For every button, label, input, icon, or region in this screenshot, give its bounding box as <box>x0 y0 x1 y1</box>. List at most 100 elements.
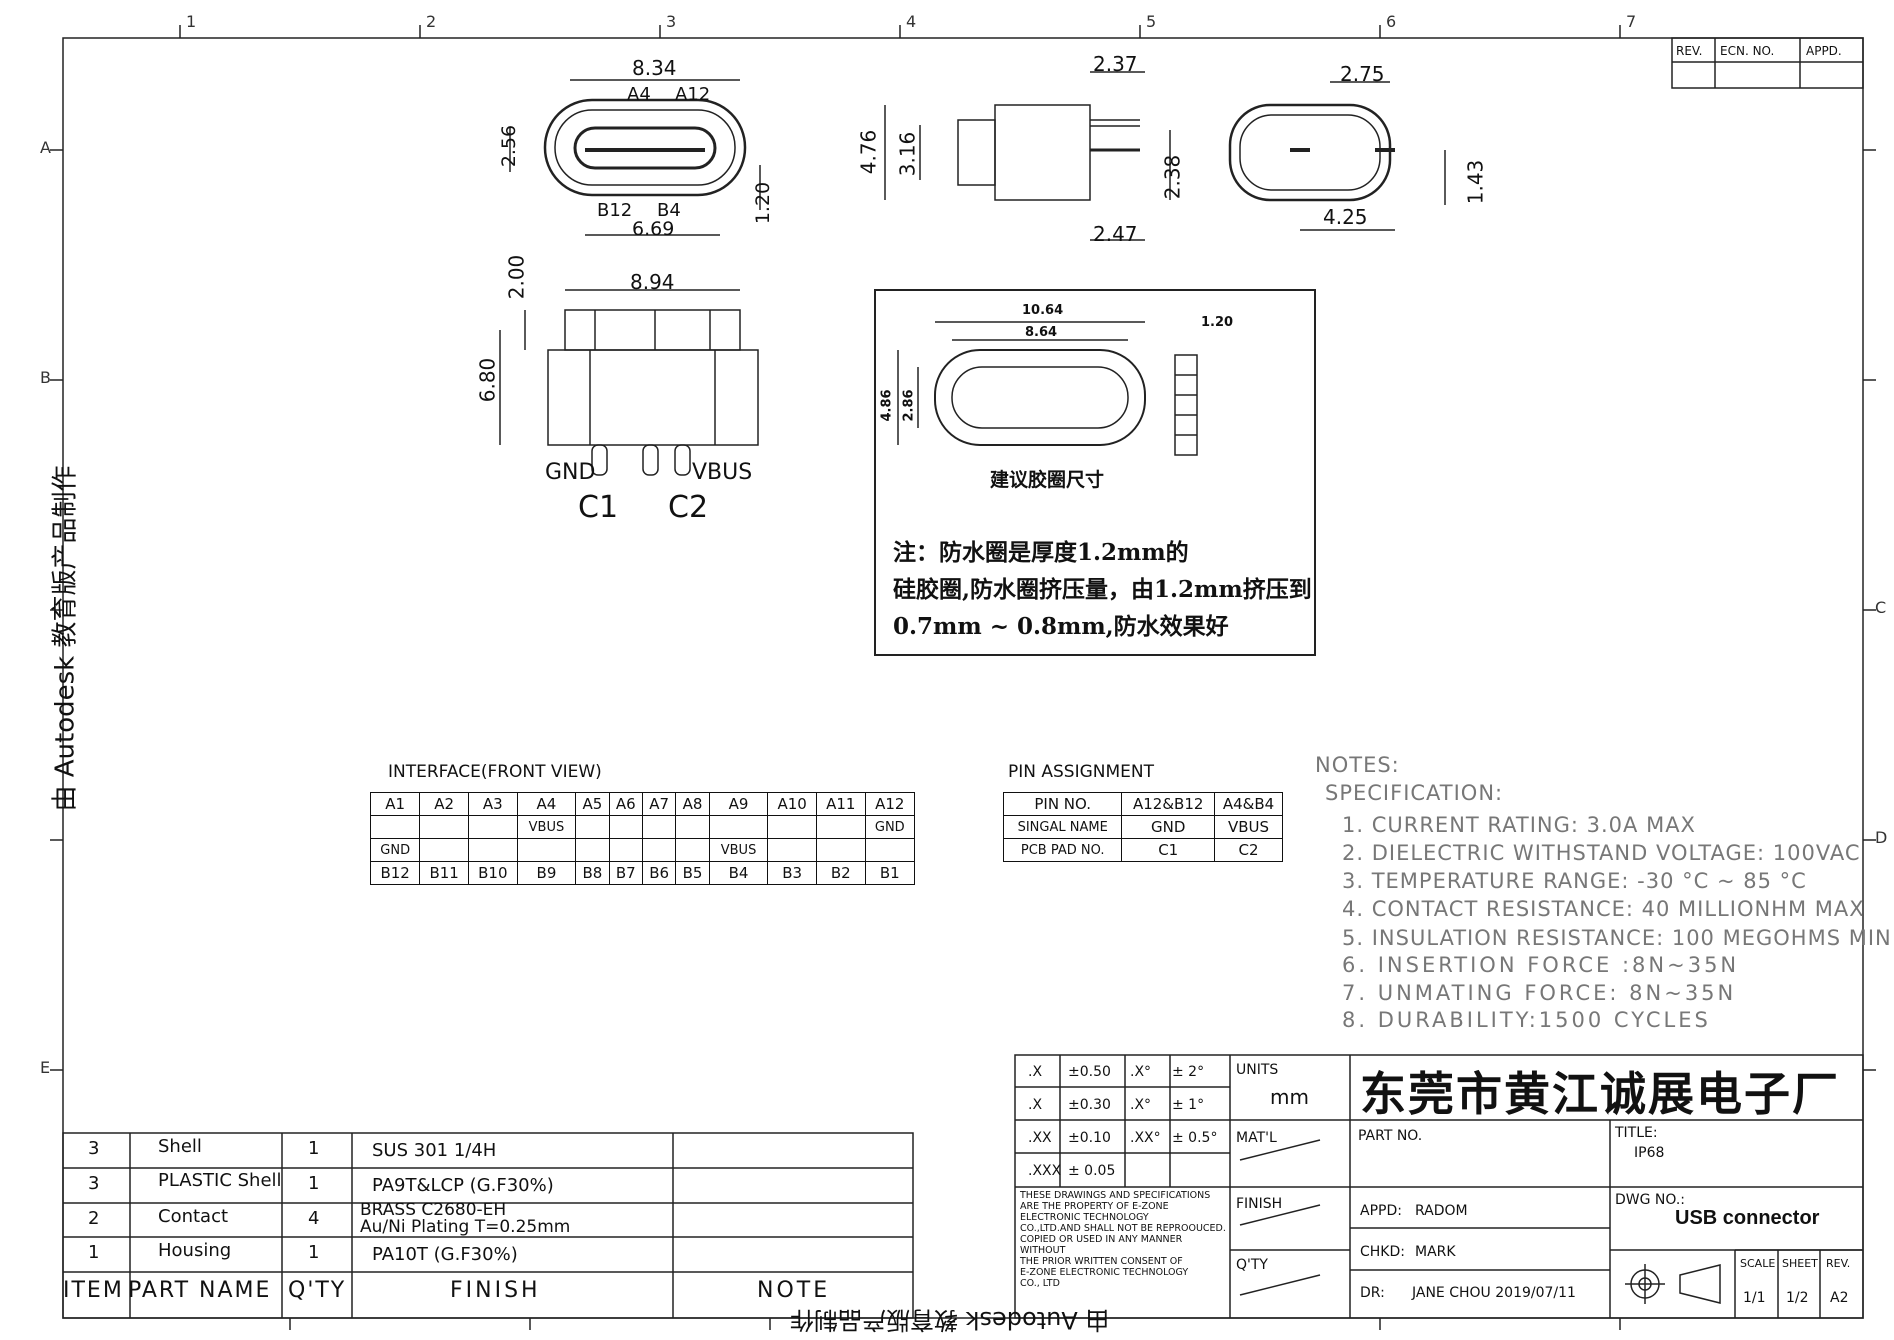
table-cell: B6 <box>641 861 677 885</box>
table-row: GND VBUS <box>369 838 916 862</box>
tol-1-c: .X° <box>1130 1064 1152 1080</box>
table-cell <box>767 838 817 862</box>
table-cell: B4 <box>708 861 769 885</box>
table-cell <box>675 815 710 839</box>
table-cell <box>575 838 610 862</box>
grid-col-1: 1 <box>186 12 197 31</box>
rev-value: A2 <box>1830 1290 1849 1306</box>
disclaimer-line: E-ZONE ELECTRONIC TECHNOLOGY <box>1020 1267 1189 1278</box>
grid-row-c: C <box>1875 598 1887 617</box>
table-cell <box>767 815 817 839</box>
bom-header-item: ITEM <box>63 1278 124 1303</box>
table-cell: B9 <box>516 861 577 885</box>
bom-table-lines <box>62 1132 914 1319</box>
bom-row-2-qty: 1 <box>308 1173 320 1194</box>
disclaimer-line: CO.,LTD.AND SHALL NOT BE REPROOUCED. <box>1020 1223 1226 1234</box>
pin-c2-label: C2 <box>668 490 709 525</box>
bom-row-1-name: Shell <box>158 1136 202 1157</box>
ecn-header: ECN. NO. <box>1720 44 1775 58</box>
table-cell <box>608 838 644 862</box>
gasket-dim-1064: 10.64 <box>1022 303 1064 318</box>
bom-row-3-name: Contact <box>158 1206 229 1227</box>
table-cell: A6 <box>608 792 644 816</box>
dim-200: 2.00 <box>504 254 529 300</box>
bom-row-3-finish-2: Au/Ni Plating T=0.25mm <box>360 1217 571 1237</box>
table-row: PIN NO. A12&B12 A4&B4 <box>1002 792 1283 816</box>
table-cell: A9 <box>708 792 769 816</box>
table-cell: A12 <box>864 792 916 816</box>
table-cell <box>864 838 916 862</box>
bom-row-4-name: Housing <box>158 1240 232 1261</box>
rear-view-top <box>1228 81 1446 231</box>
bom-header-finish: FINISH <box>450 1278 541 1303</box>
dim-275: 2.75 <box>1340 62 1385 86</box>
dr-value: JANE CHOU 2019/07/11 <box>1412 1285 1576 1301</box>
table-cell: B2 <box>815 861 866 885</box>
table-row: PCB PAD NO. C1 C2 <box>1002 838 1283 862</box>
table-cell: SINGAL NAME <box>1002 815 1123 839</box>
bom-row-1-item: 3 <box>88 1138 100 1159</box>
bom-row-2-item: 3 <box>88 1173 100 1194</box>
tol-3-a: .XX <box>1028 1130 1052 1146</box>
grid-row-a: A <box>40 138 51 157</box>
gasket-dim-120: 1.20 <box>1201 315 1234 330</box>
table-cell <box>419 815 469 839</box>
table-cell: A10 <box>767 792 817 816</box>
grid-col-2: 2 <box>426 12 437 31</box>
table-cell: A3 <box>468 792 518 816</box>
qty-label: Q'TY <box>1236 1257 1268 1273</box>
side-view-top <box>884 71 1171 241</box>
dim-425: 4.25 <box>1323 205 1368 229</box>
table-cell: A8 <box>675 792 710 816</box>
title-label: TITLE: <box>1615 1125 1658 1141</box>
table-cell: A11 <box>815 792 866 816</box>
dim-237: 2.37 <box>1093 52 1138 76</box>
table-cell: A4 <box>516 792 577 816</box>
company-name: 东莞市黄江诚展电子厂 <box>1360 1067 1840 1121</box>
bom-header-part-name: PART NAME <box>128 1278 272 1303</box>
bom-row-3-finish: BRASS C2680-EH <box>360 1200 507 1220</box>
dim-476: 4.76 <box>856 129 881 175</box>
note-item-3: 3. TEMPERATURE RANGE: -30 °C ~ 85 °C <box>1342 869 1807 893</box>
grid-row-e: E <box>40 1058 51 1077</box>
table-cell <box>608 815 644 839</box>
dim-b4: B4 <box>657 200 681 221</box>
revision-block <box>1671 37 1864 89</box>
table-cell: VBUS <box>516 815 577 839</box>
bom-row-2-finish: PA9T&LCP (G.F30%) <box>372 1175 554 1196</box>
rev-label: REV. <box>1826 1257 1851 1270</box>
scale-value: 1/1 <box>1743 1290 1766 1306</box>
disclaimer-line: CO., LTD <box>1020 1278 1060 1289</box>
disclaimer-line: COPIED OR USED IN ANY MANNER WITHOUT <box>1020 1234 1183 1256</box>
gasket-note-line-3: 0.7mm ~ 0.8mm,防水效果好 <box>893 613 1229 640</box>
table-cell <box>468 838 518 862</box>
units-value: mm <box>1270 1085 1309 1109</box>
gasket-dim-286: 2.86 <box>901 389 917 422</box>
table-cell <box>419 838 469 862</box>
drawing-border <box>62 37 1864 1319</box>
part-no-label: PART NO. <box>1358 1128 1423 1144</box>
table-cell: VBUS <box>708 838 769 862</box>
bom-row-4-finish: PA10T (G.F30%) <box>372 1244 518 1265</box>
table-cell: GND <box>369 838 421 862</box>
table-cell <box>815 815 866 839</box>
gasket-dim-864: 8.64 <box>1025 325 1058 340</box>
appd-header: APPD. <box>1806 44 1842 58</box>
dr-label: DR: <box>1360 1285 1385 1301</box>
table-cell <box>516 838 577 862</box>
note-item-4: 4. CONTACT RESISTANCE: 40 MILLIONHM MAX <box>1342 897 1865 921</box>
dwg-label: DWG NO.: <box>1615 1192 1686 1208</box>
dim-247: 2.47 <box>1093 222 1138 246</box>
disclaimer-line: THE PRIOR WRITTEN CONSENT OF <box>1020 1256 1183 1267</box>
dim-894: 8.94 <box>630 270 675 294</box>
table-row: SINGAL NAME GND VBUS <box>1002 815 1283 839</box>
bom-row-1-qty: 1 <box>308 1138 320 1159</box>
rev-header: REV. <box>1676 44 1703 58</box>
disclaimer-line: THESE DRAWINGS AND SPECIFICATIONS <box>1020 1190 1211 1201</box>
table-cell <box>575 815 610 839</box>
watermark-side: 由 Autodesk 教育版产品制作 <box>50 465 81 812</box>
interface-table-title: INTERFACE(FRONT VIEW) <box>388 762 602 782</box>
